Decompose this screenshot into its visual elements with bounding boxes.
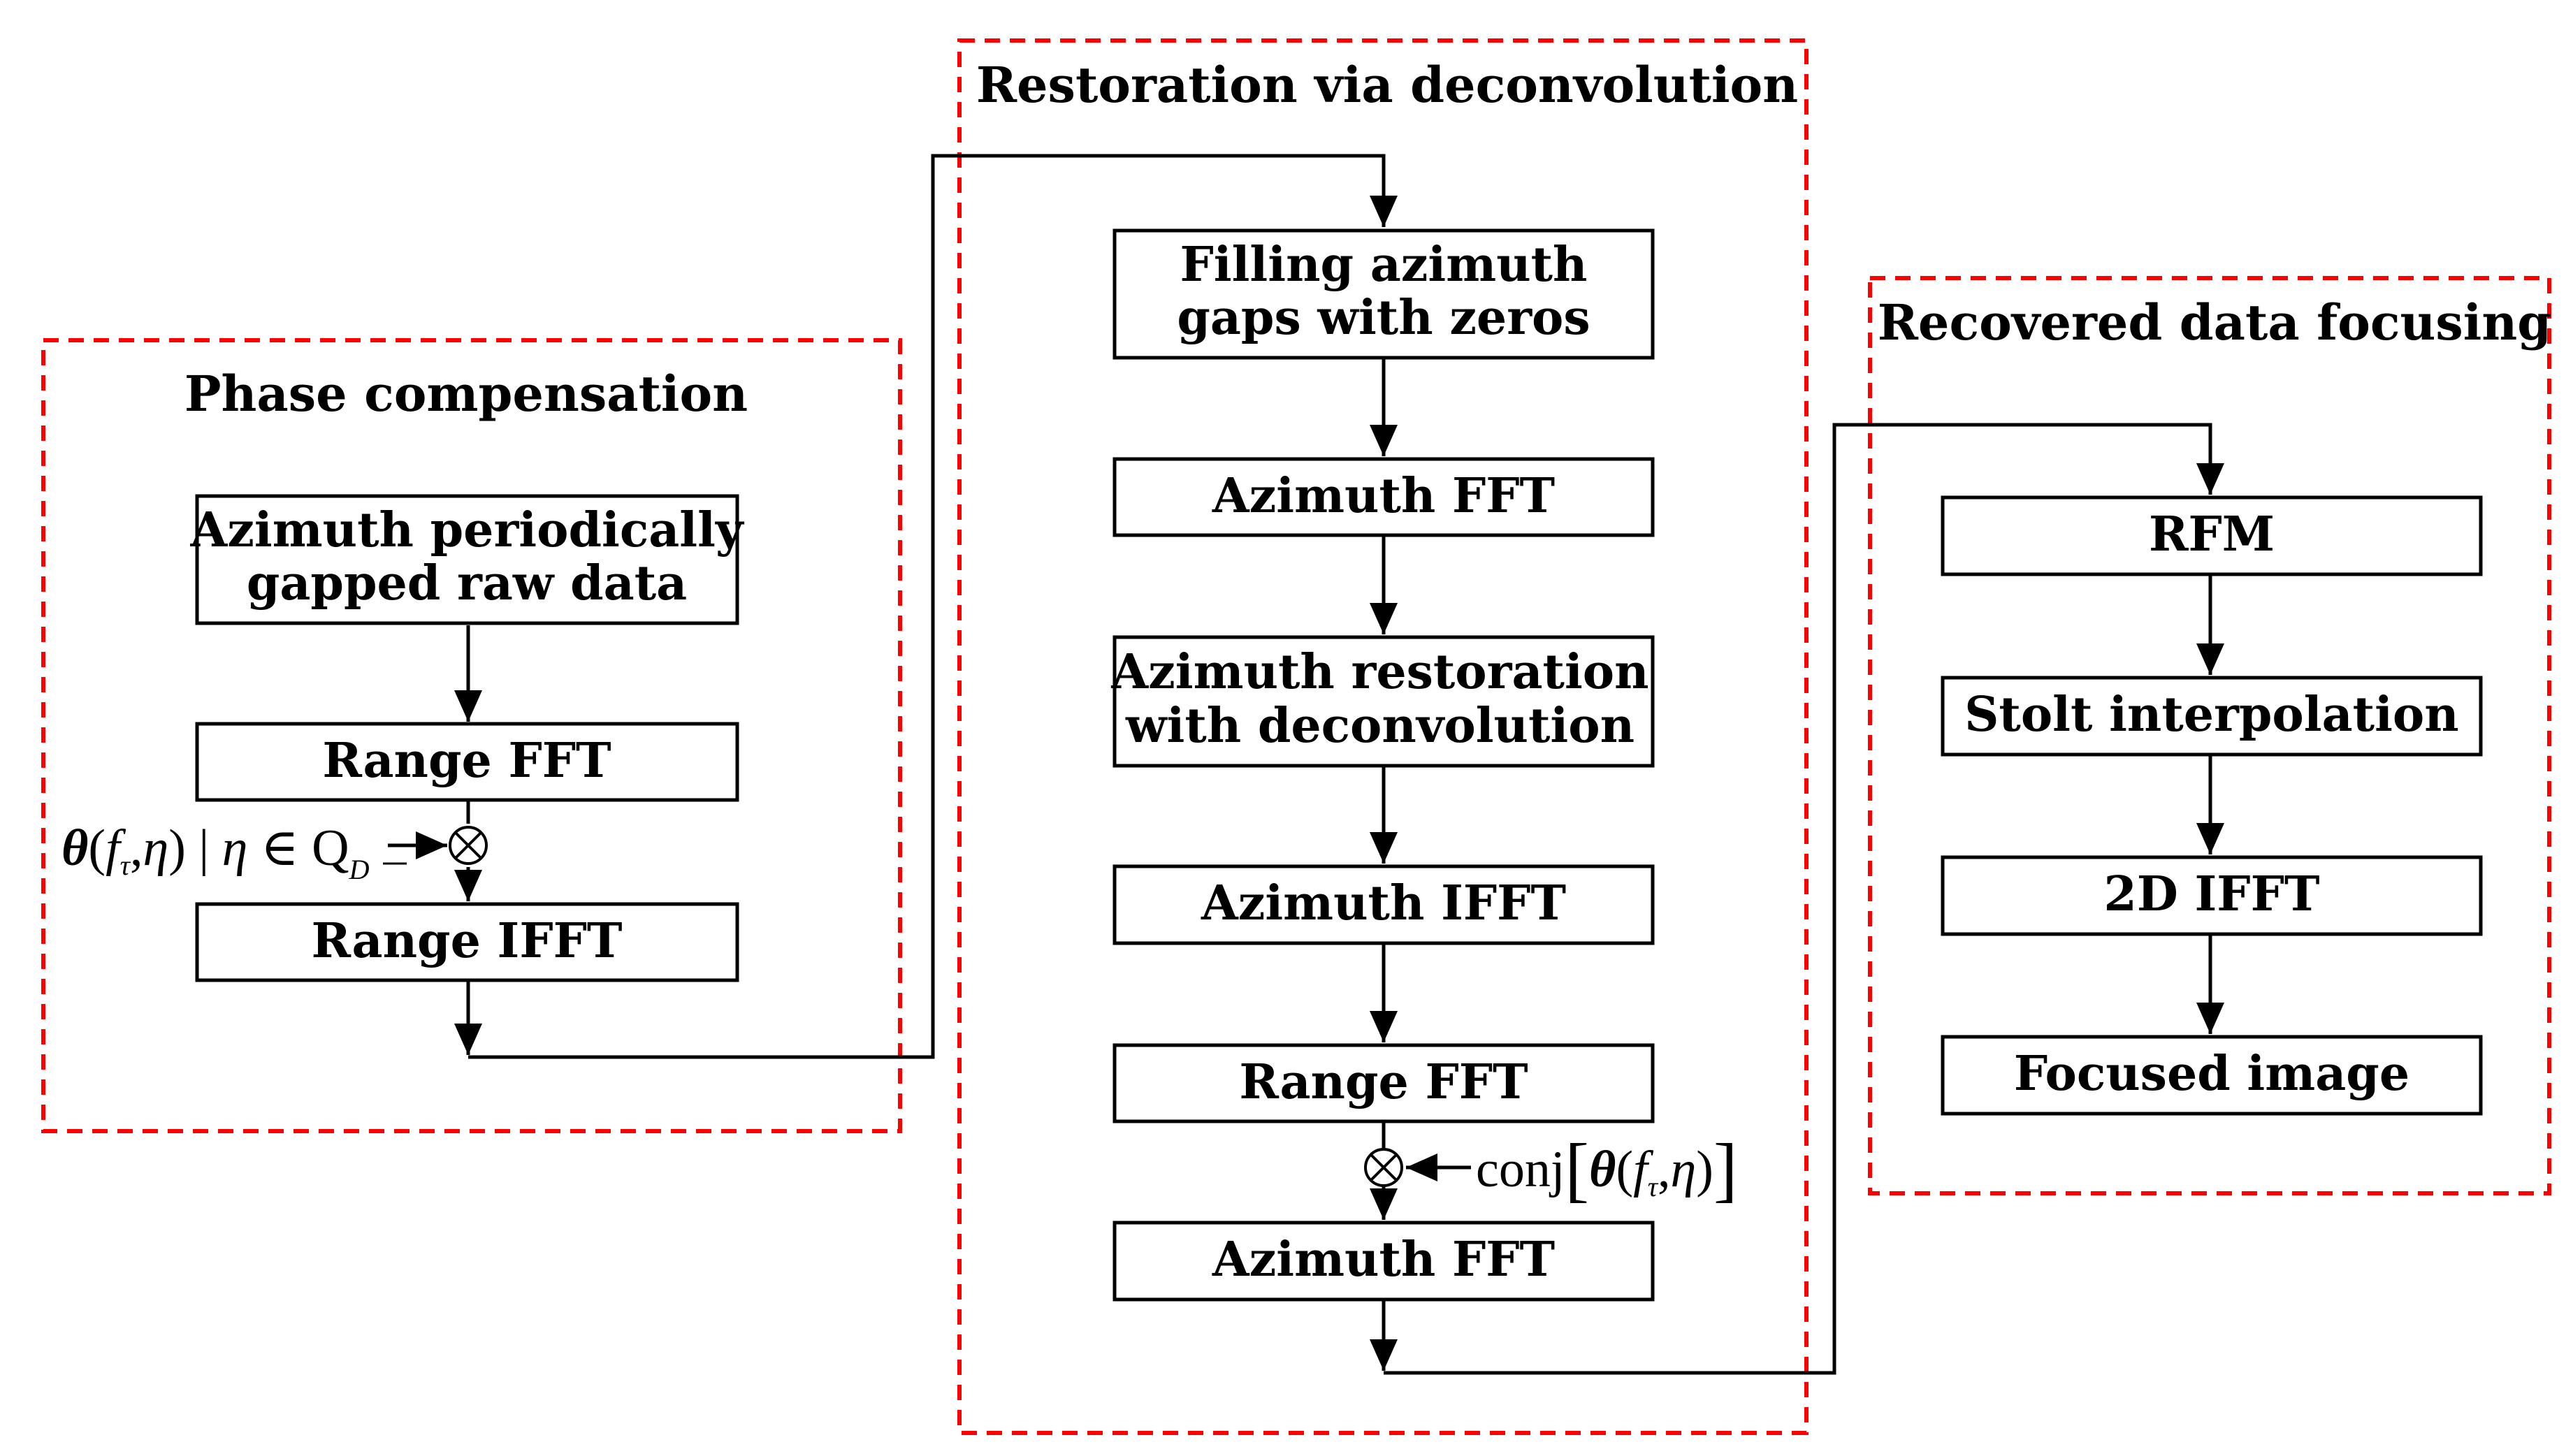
raw-data-label-line2: gapped raw data [247, 555, 687, 611]
fill-gaps-label-line1: Filling azimuth [1180, 237, 1587, 293]
ifft-2d-label: 2D IFFT [2104, 866, 2320, 922]
raw-data-box [195, 494, 739, 625]
conj-term-formula: conj[θ(fτ,η)] [1476, 1129, 1738, 1209]
azimuth-ifft-box [1112, 864, 1655, 945]
link-restoration-to-focusing [1384, 423, 2224, 1375]
azimuth-restoration-label-line2: with deconvolution [1125, 698, 1635, 754]
azimuth-fft-box-1 [1112, 457, 1655, 537]
fill-gaps-box [1112, 228, 1655, 360]
range-fft-label-1: Range FFT [322, 733, 611, 789]
rfm-box [1941, 495, 2483, 576]
multiply-node-restoration [1364, 1148, 1403, 1187]
multiply-node-phase [449, 826, 488, 865]
stolt-interpolation-box [1941, 676, 2483, 757]
link-phase-to-restoration [468, 154, 1398, 1059]
range-ifft-box [195, 902, 739, 982]
phase-term-formula: θ(fτ,η) | η ∈ QD [61, 820, 370, 885]
restoration-group [957, 38, 1809, 1435]
range-fft-label-2: Range FFT [1239, 1054, 1528, 1110]
azimuth-fft-box-2 [1112, 1221, 1655, 1302]
azimuth-ifft-label: Azimuth IFFT [1201, 875, 1566, 931]
ifft-2d-box [1941, 855, 2483, 936]
phase-compensation-group [41, 338, 902, 1133]
range-fft-box-1 [195, 722, 739, 802]
azimuth-fft-label-1: Azimuth FFT [1212, 468, 1555, 524]
focused-image-box [1941, 1035, 2483, 1116]
stolt-interpolation-label: Stolt interpolation [1964, 687, 2458, 743]
phase-compensation-title: Phase compensation [184, 365, 748, 423]
data-focusing-title: Recovered data focusing [1878, 293, 2551, 351]
range-ifft-label: Range IFFT [311, 913, 622, 969]
range-fft-box-2 [1112, 1043, 1655, 1123]
rfm-label: RFM [2149, 507, 2275, 562]
azimuth-restoration-box [1112, 635, 1655, 768]
data-focusing-group [1868, 276, 2551, 1195]
raw-data-label-line1: Azimuth periodically [190, 502, 745, 558]
restoration-title: Restoration via deconvolution [976, 56, 1798, 114]
azimuth-restoration-label-line1: Azimuth restoration [1110, 644, 1648, 700]
azimuth-fft-label-2: Azimuth FFT [1212, 1232, 1555, 1288]
focused-image-label: Focused image [2014, 1046, 2409, 1102]
fill-gaps-label-line2: gaps with zeros [1177, 290, 1590, 346]
